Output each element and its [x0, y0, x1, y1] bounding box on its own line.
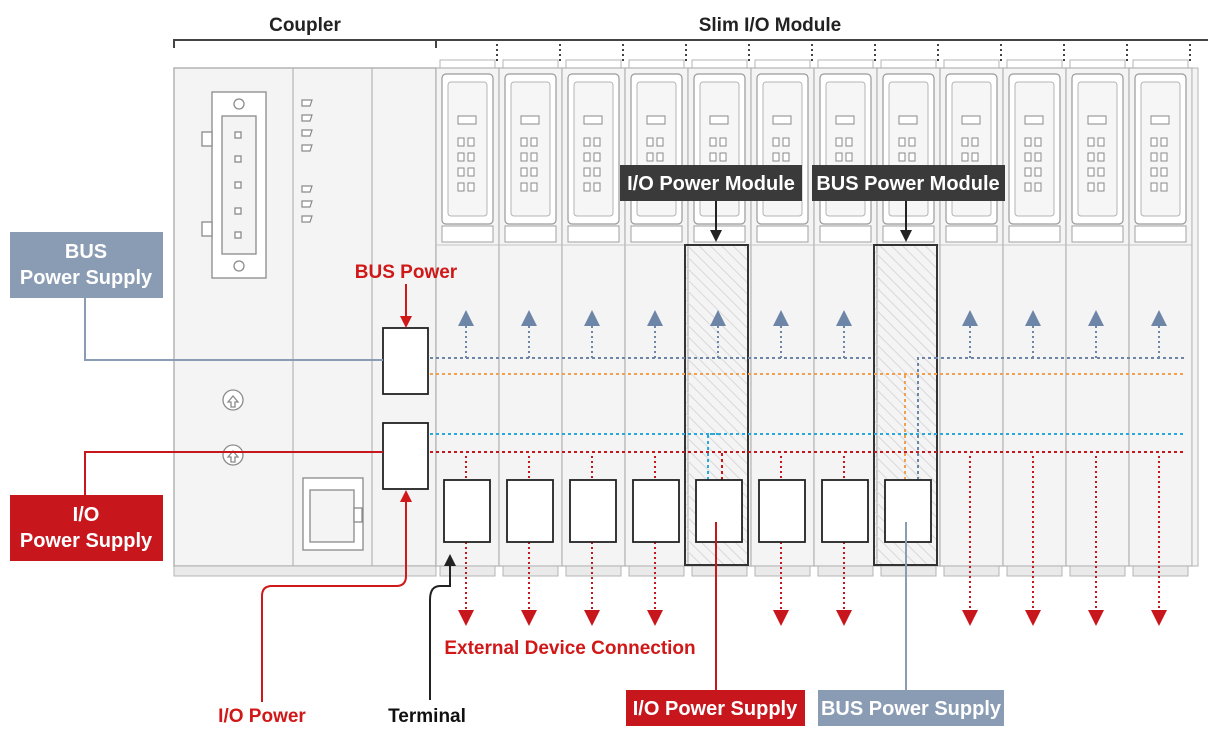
- io-power-supply-left-line1: I/O: [73, 504, 100, 526]
- ethernet-port-icon: [302, 477, 364, 551]
- io-module-slice: [1128, 44, 1193, 577]
- coupler-release-buttons: [222, 389, 244, 466]
- terminal-box: [695, 479, 743, 543]
- bus-up-arrows: [458, 310, 1167, 358]
- terminal-box: [632, 479, 680, 543]
- coupler-connector: [201, 91, 267, 279]
- bus-up-arrow: [710, 310, 726, 358]
- bus-power-supply-bottom-label: BUS Power Supply: [821, 698, 1002, 720]
- terminals: [443, 479, 932, 543]
- coupler-leds: [301, 99, 313, 223]
- external-down-arrow: [584, 456, 600, 626]
- release-button-icon: [222, 389, 244, 411]
- external-down-arrow: [962, 456, 978, 626]
- terminal-box: [884, 479, 932, 543]
- bus-up-arrow: [1151, 310, 1167, 358]
- io-power-supply-left-line2: Power Supply: [20, 530, 153, 552]
- bus-up-arrow: [521, 310, 537, 358]
- external-down-arrow: [1025, 456, 1041, 626]
- io-power-module-label: I/O Power Module: [627, 173, 795, 195]
- bus-up-arrow: [773, 310, 789, 358]
- terminal-box: [758, 479, 806, 543]
- terminal-box: [821, 479, 869, 543]
- header-brackets: [173, 39, 1208, 48]
- io-power-label: I/O Power: [218, 706, 306, 727]
- external-device-connection-label: External Device Connection: [444, 638, 695, 659]
- bus-power-label: BUS Power: [355, 262, 458, 283]
- slim-io-module-header: Slim I/O Module: [699, 15, 842, 36]
- bottom-supply-lines: [715, 522, 907, 690]
- bus-power-supply-line: [84, 298, 383, 361]
- external-down-arrow: [1088, 456, 1104, 626]
- release-button-icon: [222, 444, 244, 466]
- bus-power-supply-bottom: BUS Power Supply: [818, 690, 1004, 726]
- coupler-power-blocks: [382, 327, 429, 490]
- io-power-supply-bottom-label: I/O Power Supply: [633, 698, 798, 720]
- io-power-supply-line: [84, 451, 383, 495]
- io-module-slice: [939, 44, 1004, 577]
- external-down-arrow: [647, 456, 663, 626]
- io-power-module-callout: I/O Power Module: [620, 165, 802, 242]
- bus-power-module-label: BUS Power Module: [816, 173, 999, 195]
- coupler-header: Coupler: [269, 15, 341, 36]
- power-rails: [430, 357, 1185, 453]
- io-power-block: [382, 422, 429, 490]
- bus-up-arrow: [647, 310, 663, 358]
- io-module-slice: [1002, 44, 1067, 577]
- io-power-supply-left: I/O Power Supply: [10, 495, 163, 561]
- io-module-connection: [707, 433, 735, 480]
- bus-power-arrow: [400, 284, 412, 328]
- external-down-arrow: [1151, 456, 1167, 626]
- terminal-box: [506, 479, 554, 543]
- bus-up-arrow: [962, 310, 978, 358]
- external-down-arrow: [773, 456, 789, 626]
- bus-power-supply-left-line2: Power Supply: [20, 267, 153, 289]
- bus-up-arrow: [584, 310, 600, 358]
- bus-up-arrow: [1025, 310, 1041, 358]
- external-down-arrow: [836, 456, 852, 626]
- external-down-arrow: [521, 456, 537, 626]
- io-power-arrow: [261, 490, 412, 702]
- bus-up-arrow: [1088, 310, 1104, 358]
- terminal-label: Terminal: [388, 706, 466, 727]
- external-down-arrows: [458, 456, 1167, 626]
- bus-power-module-callout: BUS Power Module: [812, 165, 1005, 242]
- bus-power-supply-left-line1: BUS: [65, 241, 107, 263]
- io-power-supply-bottom: I/O Power Supply: [626, 690, 805, 726]
- terminal-box: [569, 479, 617, 543]
- bus-up-arrow: [836, 310, 852, 358]
- terminal-pointer: [429, 554, 456, 700]
- io-module-slice: [1065, 44, 1130, 577]
- external-down-arrow: [458, 456, 474, 626]
- terminal-box: [443, 479, 491, 543]
- bus-power-supply-left: BUS Power Supply: [10, 232, 163, 298]
- bus-power-block: [382, 327, 429, 395]
- bus-up-arrow: [458, 310, 474, 358]
- bus-module-connection: [904, 357, 935, 480]
